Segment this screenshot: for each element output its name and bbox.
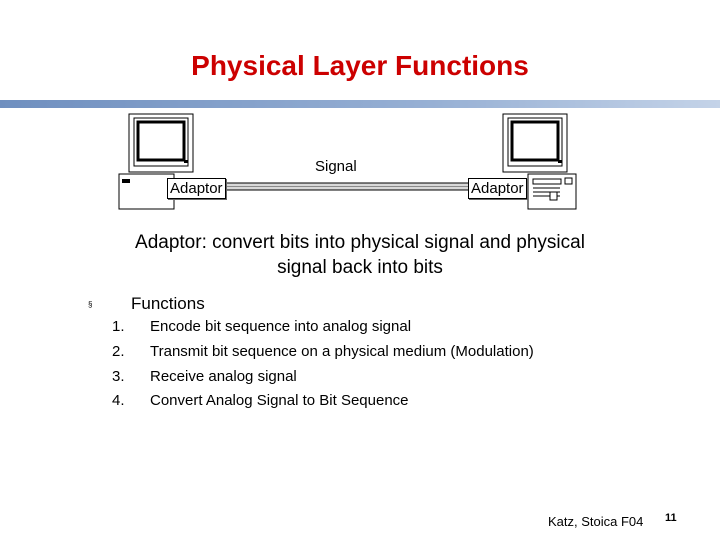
caption-line-2: signal back into bits — [60, 255, 660, 280]
list-item: 2. Transmit bit sequence on a physical m… — [112, 343, 534, 368]
functions-list: 1. Encode bit sequence into analog signa… — [112, 318, 534, 417]
footer-credit: Katz, Stoica F04 — [548, 514, 643, 529]
list-text: Transmit bit sequence on a physical medi… — [150, 343, 534, 368]
left-adaptor-box: Adaptor — [167, 178, 226, 199]
functions-heading: Functions — [131, 294, 205, 314]
diagram-svg — [0, 110, 720, 220]
list-text: Encode bit sequence into analog signal — [150, 318, 411, 343]
list-number: 2. — [112, 343, 150, 368]
signal-label: Signal — [315, 158, 357, 175]
signal-cable — [226, 183, 470, 190]
right-adaptor-box: Adaptor — [468, 178, 527, 199]
title-rule — [0, 100, 720, 108]
list-text: Receive analog signal — [150, 368, 297, 393]
list-number: 4. — [112, 392, 150, 417]
caption-line-1: Adaptor: convert bits into physical sign… — [60, 230, 660, 255]
list-item: 4. Convert Analog Signal to Bit Sequence — [112, 392, 534, 417]
list-text: Convert Analog Signal to Bit Sequence — [150, 392, 409, 417]
list-item: 1. Encode bit sequence into analog signa… — [112, 318, 534, 343]
page-number: 11 — [665, 512, 677, 524]
network-diagram: Signal Adaptor Adaptor — [0, 110, 720, 220]
slide-title: Physical Layer Functions — [0, 50, 720, 82]
bullet-icon: § — [88, 300, 92, 309]
list-item: 3. Receive analog signal — [112, 368, 534, 393]
adaptor-caption: Adaptor: convert bits into physical sign… — [60, 230, 660, 280]
list-number: 1. — [112, 318, 150, 343]
list-number: 3. — [112, 368, 150, 393]
